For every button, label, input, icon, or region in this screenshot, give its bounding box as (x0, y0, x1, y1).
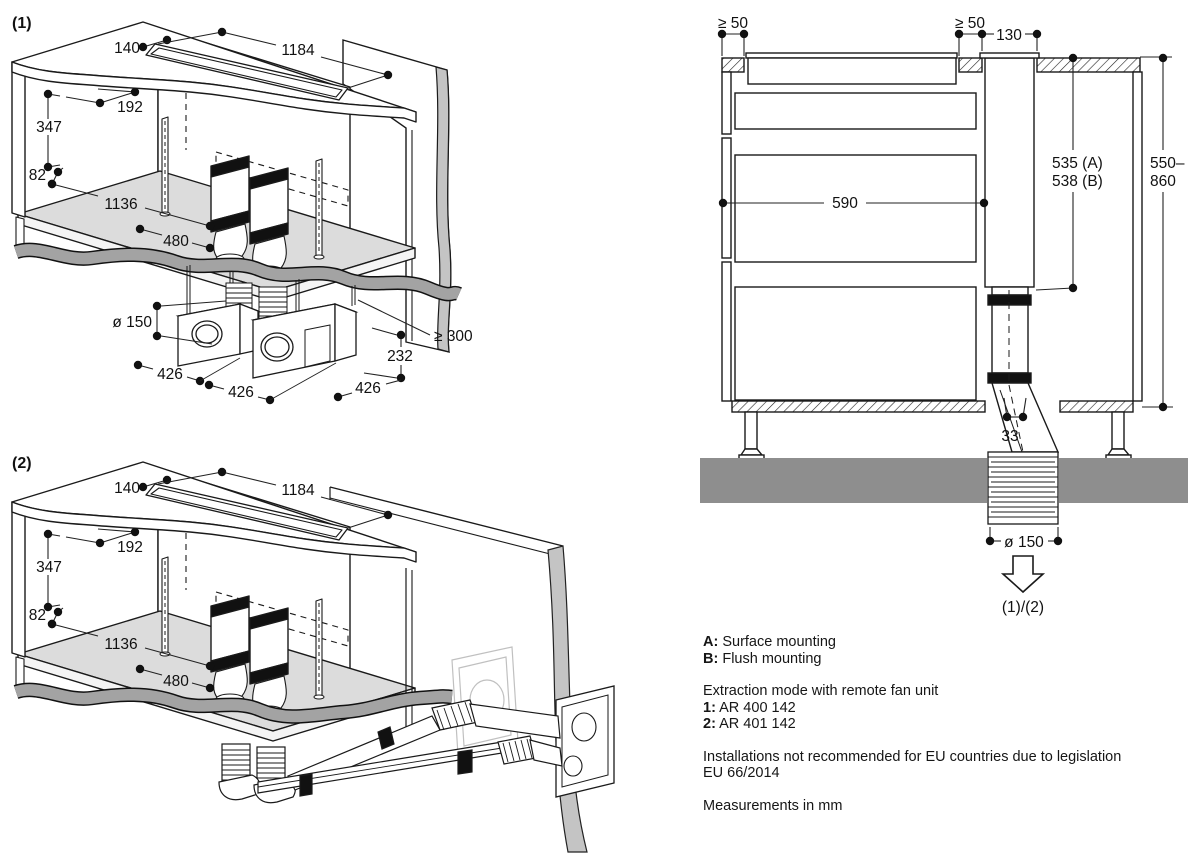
dim-label-unit-len-c-1: 426 (355, 380, 381, 397)
dim-label-height-range-1: 550– (1150, 155, 1185, 172)
section-floor (700, 458, 1188, 503)
dim-label-box-height-2: 347 (36, 559, 62, 576)
dim-label-shelf-length-2: 1136 (104, 636, 137, 653)
note-text-2: AR 401 142 (719, 716, 796, 732)
dim-label-slot-length-1: 1184 (281, 42, 315, 59)
dim-label-duct-dia-1: ø 150 (112, 314, 152, 331)
dim-label-clearance-left: ≥ 50 (718, 15, 748, 32)
dim-label-box-height-1: 347 (36, 119, 62, 136)
dim-label-slot-length-2: 1184 (281, 482, 315, 499)
dim-label-height-range-2: 860 (1150, 173, 1176, 190)
dim-label-box-gap-1: 82 (29, 167, 46, 184)
fig1-back-panel (342, 39, 452, 353)
section-drawing: ≥ 50 ≥ 50 130 535 (A) 538 (B) 550– 860 5… (700, 15, 1188, 616)
note-prefix-b: B: (703, 650, 719, 667)
dim-label-duct-width: 130 (996, 27, 1022, 44)
down-arrow-icon (1000, 555, 1046, 594)
dim-label-slot-offset-1: 140 (114, 40, 140, 57)
dim-label-box-gap-2: 82 (29, 607, 46, 624)
section-corrugated-duct (987, 451, 1059, 525)
dim-label-box-depth-2: 192 (117, 539, 143, 556)
note-text-b: Flush mounting (722, 650, 822, 667)
fig2-duct-run (218, 699, 563, 804)
dim-label-collar-spacing-2: 480 (163, 673, 189, 690)
dim-label-shelf-length-1: 1136 (104, 196, 137, 213)
note-extraction-title: Extraction mode with remote fan unit (703, 683, 939, 699)
fig2-cut-band (13, 682, 453, 724)
section-cabinet (721, 52, 1143, 460)
fig1-tag: (1) (12, 15, 32, 32)
fig1-lower-dims (133, 299, 431, 405)
outlet-ref-label: (1)/(2) (1002, 599, 1044, 616)
dim-label-unit-height-1: 232 (387, 348, 413, 365)
fig2-wall-plate (555, 685, 615, 798)
dim-label-duct-dia-section: ø 150 (1004, 534, 1044, 551)
dim-label-slot-offset-2: 140 (114, 480, 140, 497)
note-model-1: 1: AR 400 142 (703, 700, 1183, 717)
note-mounting-b: B: Flush mounting (703, 651, 1183, 668)
dim-label-depth-b: 538 (B) (1052, 173, 1103, 190)
note-prefix-2: 2: (703, 716, 716, 732)
note-text-1: AR 400 142 (719, 699, 796, 716)
dim-label-clearance-1: ≥ 300 (434, 328, 473, 345)
section-dims (717, 29, 1173, 546)
note-prefix-a: A: (703, 634, 719, 650)
dim-label-offset: 33 (1001, 428, 1018, 445)
figure-2-extraction-through-wall: (2) 140 1184 192 347 82 1136 480 (11, 455, 615, 853)
note-legislation-2: EU 66/2014 (703, 765, 780, 781)
note-mounting-a: A: Surface mounting (703, 634, 1183, 651)
dim-label-cabinet-width: 590 (832, 195, 858, 212)
fig1-remote-fan-units (175, 265, 359, 379)
note-prefix-1: 1: (703, 699, 716, 716)
dim-label-depth-a: 535 (A) (1052, 155, 1103, 172)
note-text-a: Surface mounting (722, 634, 836, 650)
notes-block: A: Surface mounting B: Flush mounting Ex… (703, 634, 1183, 814)
fig2-tag: (2) (12, 455, 32, 472)
note-model-2: 2: AR 401 142 (703, 716, 1183, 733)
dim-label-clearance-right: ≥ 50 (955, 15, 985, 32)
dim-label-box-depth-1: 192 (117, 99, 143, 116)
dim-label-collar-spacing-1: 480 (163, 233, 189, 250)
figure-1-extraction-below-floor: (1) 140 1184 192 347 82 1136 480 ø 150 ≥… (11, 15, 473, 405)
note-legislation-1: Installations not recommended for EU cou… (703, 748, 1122, 765)
note-units: Measurements in mm (703, 797, 843, 814)
fig1-cut-band (13, 242, 462, 302)
dim-label-unit-len-a-1: 426 (157, 366, 183, 383)
dim-label-unit-len-b-1: 426 (228, 384, 254, 401)
